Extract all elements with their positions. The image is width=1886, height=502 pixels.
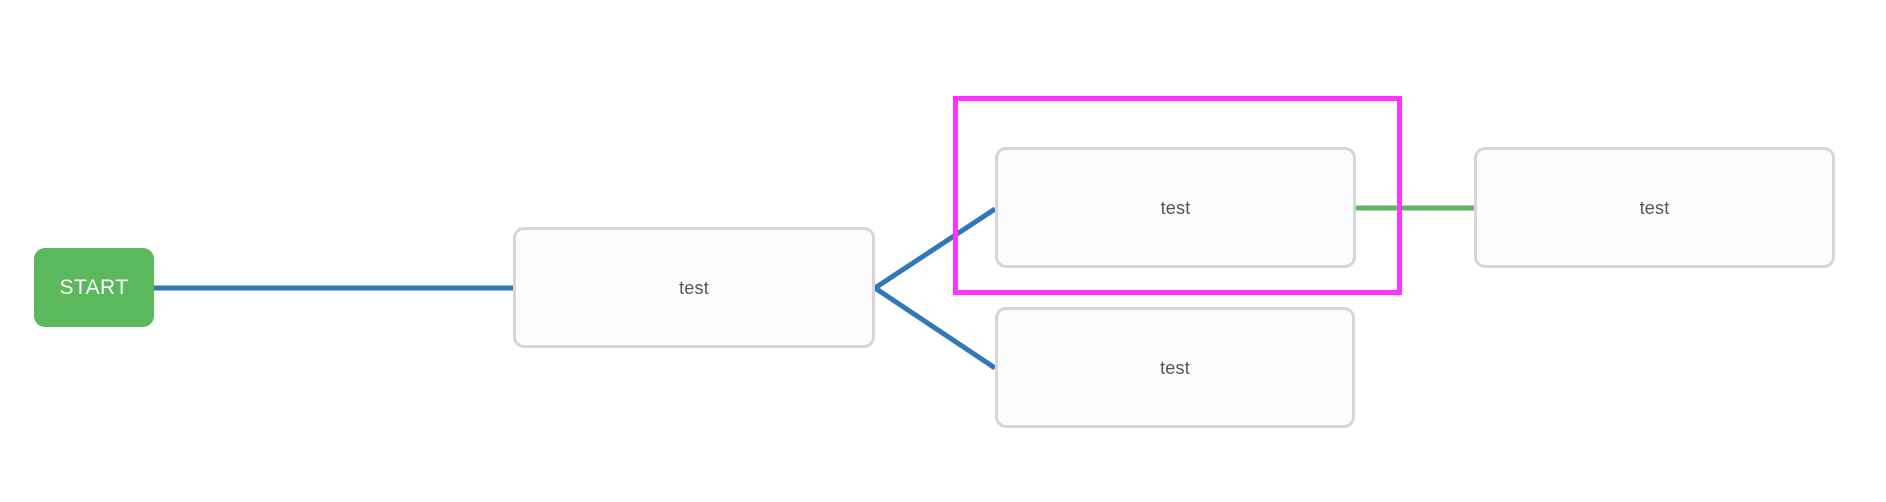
node-task-1-label: test	[679, 277, 709, 298]
selection-marquee[interactable]	[953, 96, 1402, 295]
node-task-3-label: test	[1160, 357, 1190, 378]
node-task-4-label: test	[1639, 197, 1670, 218]
link-task-1-to-task-3[interactable]	[873, 285, 997, 371]
node-start-label: START	[59, 276, 129, 299]
node-task-3[interactable]: test	[995, 307, 1355, 428]
node-task-1[interactable]: test	[513, 227, 875, 348]
node-start[interactable]: START	[34, 248, 154, 327]
link-task-1-to-task-2[interactable]	[873, 206, 997, 291]
node-task-2-label: test	[1160, 197, 1191, 218]
node-task-4[interactable]: test	[1474, 147, 1835, 268]
node-task-2[interactable]: test	[995, 147, 1356, 268]
